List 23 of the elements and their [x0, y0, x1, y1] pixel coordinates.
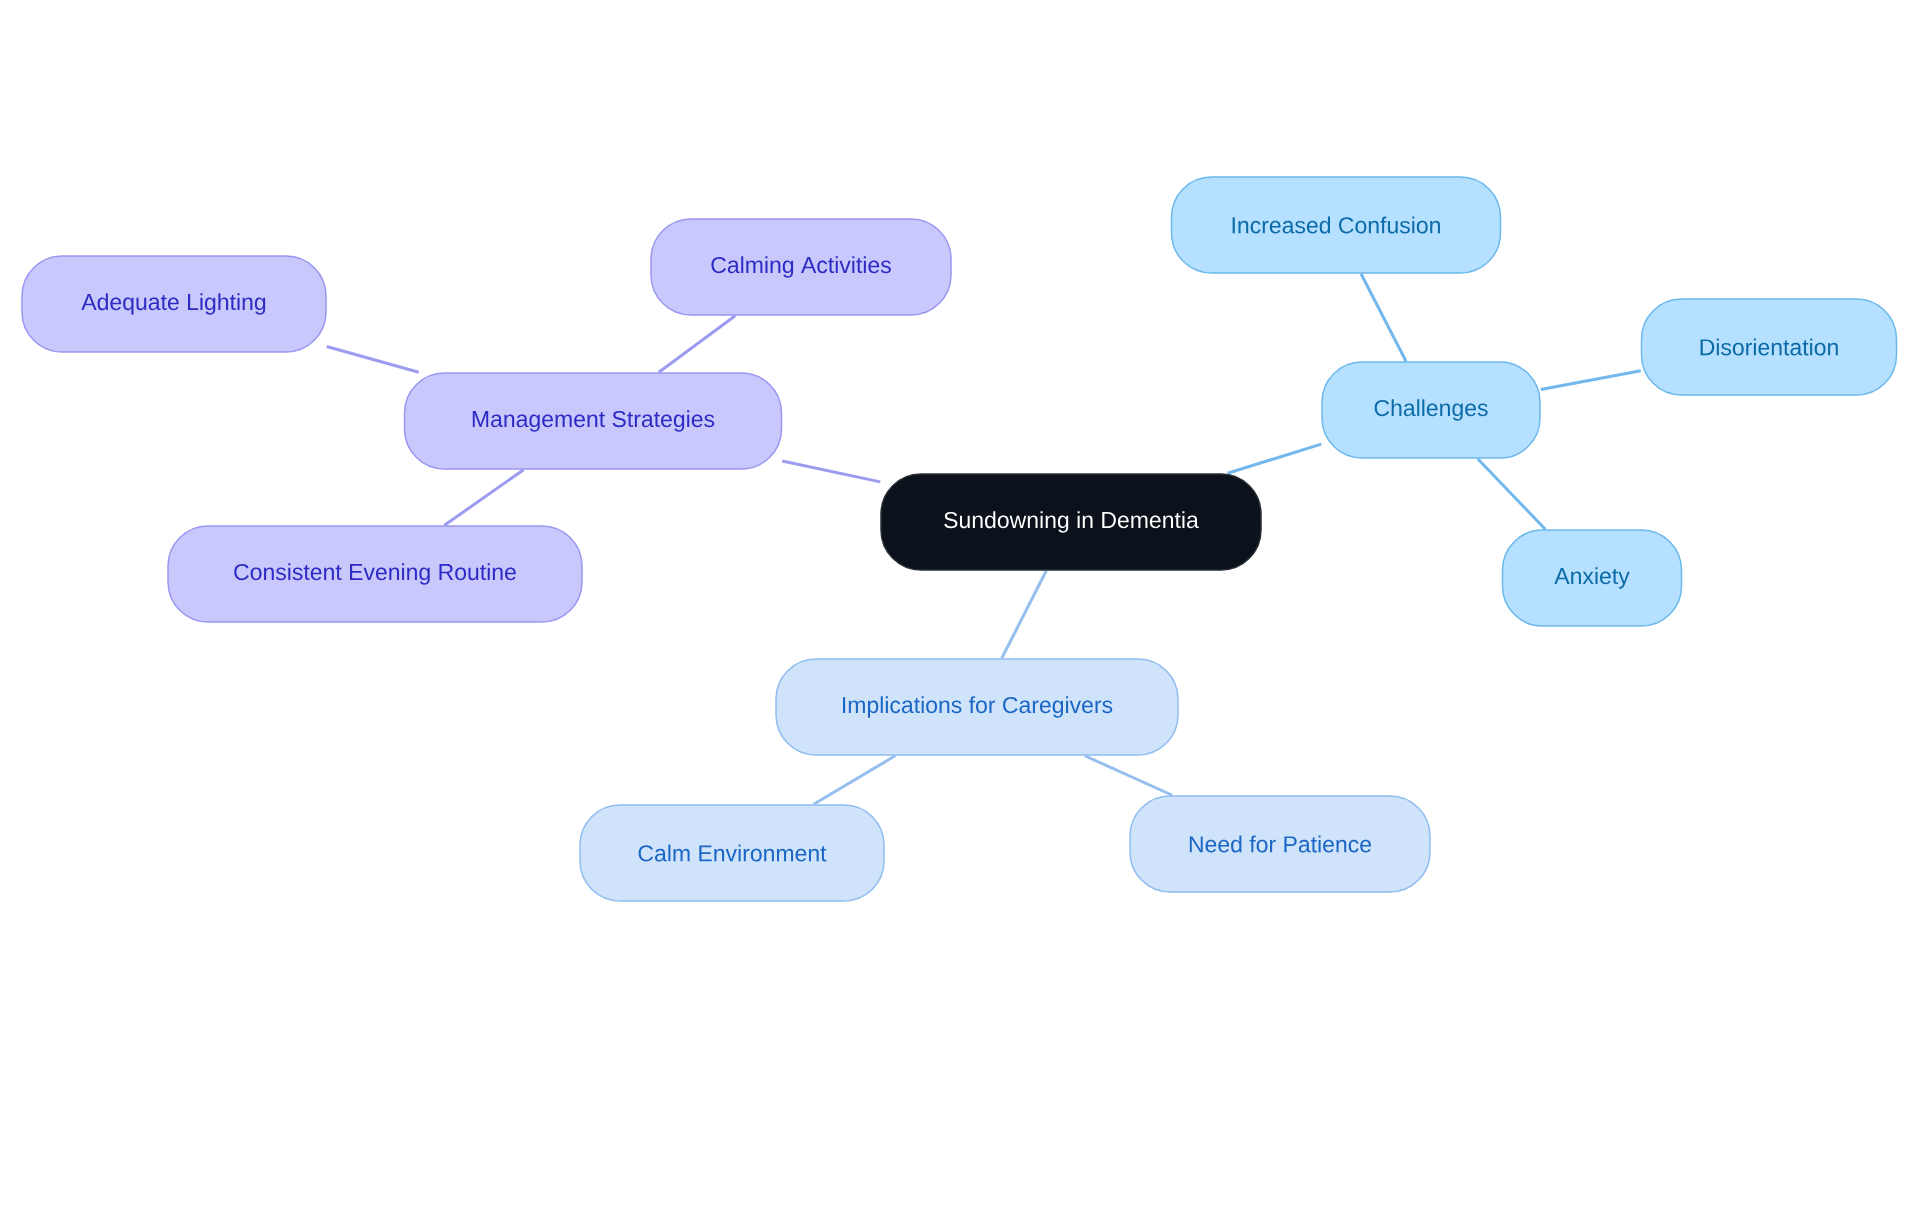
connector-line [1000, 570, 1048, 659]
branch-box: Implications for Caregivers [775, 658, 1179, 756]
branch-box: Increased Confusion [1170, 176, 1502, 274]
connector-line [1227, 442, 1322, 475]
connector-line [1540, 369, 1642, 391]
connector-line [781, 459, 881, 484]
connector-line [1476, 457, 1547, 531]
branch-box: Consistent Evening Routine [167, 525, 583, 623]
branch-box: Disorientation [1640, 298, 1898, 396]
branch-box: Management Strategies [403, 372, 783, 470]
branch-box: Need for Patience [1129, 795, 1431, 893]
connector-line [326, 345, 420, 374]
branch-box: Calm Environment [579, 804, 885, 902]
connector-line [1359, 273, 1408, 362]
branch-box: Calming Activities [650, 218, 952, 316]
branch-box: Anxiety [1501, 529, 1683, 627]
branch-box: Challenges [1321, 361, 1541, 459]
topic-box: Sundowning in Dementia [880, 473, 1262, 571]
connector-line [1084, 754, 1173, 797]
connector-line [657, 314, 737, 374]
connector-line [812, 754, 896, 806]
connector-line [443, 468, 525, 527]
branch-box: Adequate Lighting [21, 255, 327, 353]
